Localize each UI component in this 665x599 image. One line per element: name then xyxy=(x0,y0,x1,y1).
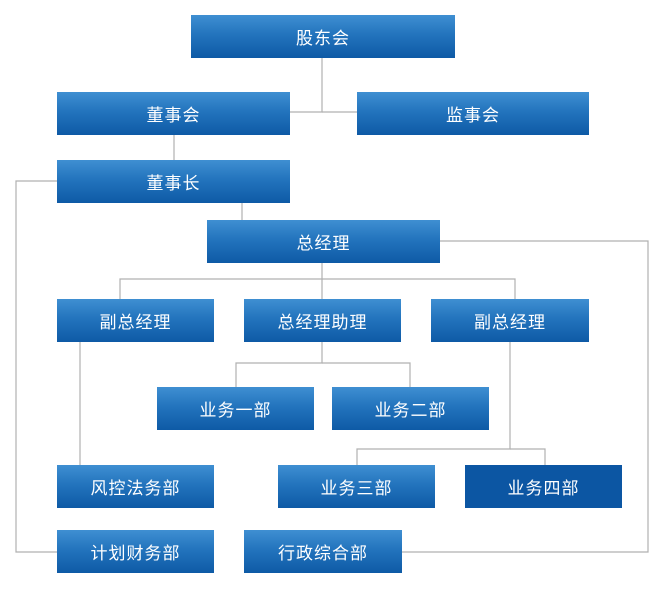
node-board[interactable]: 董事会 xyxy=(57,92,290,135)
node-label: 风控法务部 xyxy=(90,479,181,499)
node-risk-legal[interactable]: 风控法务部 xyxy=(57,465,214,508)
node-label: 监事会 xyxy=(446,106,500,126)
node-label: 业务三部 xyxy=(320,479,393,499)
node-gm[interactable]: 总经理 xyxy=(207,220,440,263)
line-assistant-depts xyxy=(235,342,323,387)
line-assistant-dept2 xyxy=(322,362,411,387)
node-deputy-gm-right[interactable]: 副总经理 xyxy=(431,299,589,342)
node-label: 业务四部 xyxy=(507,479,580,499)
node-dept4[interactable]: 业务四部 xyxy=(465,465,622,508)
node-label: 董事长 xyxy=(146,174,201,194)
node-label: 行政综合部 xyxy=(278,544,368,564)
node-dept3[interactable]: 业务三部 xyxy=(278,465,435,508)
node-supervisors[interactable]: 监事会 xyxy=(357,92,589,135)
node-label: 副总经理 xyxy=(474,313,546,333)
line-gm-admin xyxy=(402,240,649,553)
line-deputy-right-dept4 xyxy=(510,448,546,465)
node-label: 计划财务部 xyxy=(90,544,181,564)
node-deputy-gm-left[interactable]: 副总经理 xyxy=(57,299,214,342)
line-deputy-right-depts xyxy=(356,342,511,465)
line-chairman-finance xyxy=(15,180,57,553)
line-gm-level2 xyxy=(119,263,323,299)
node-label: 总经理 xyxy=(296,234,351,254)
line-gm-deputy-right xyxy=(322,278,516,299)
node-chairman[interactable]: 董事长 xyxy=(57,160,290,203)
node-dept1[interactable]: 业务一部 xyxy=(157,387,314,430)
node-label: 副总经理 xyxy=(99,313,172,333)
node-dept2[interactable]: 业务二部 xyxy=(332,387,489,430)
node-label: 股东会 xyxy=(296,29,350,49)
node-label: 业务一部 xyxy=(199,401,272,421)
node-finance[interactable]: 计划财务部 xyxy=(57,530,214,573)
node-admin[interactable]: 行政综合部 xyxy=(244,530,402,573)
node-label: 业务二部 xyxy=(374,401,447,421)
node-label: 董事会 xyxy=(146,106,201,126)
line-shareholders-board xyxy=(290,58,323,113)
node-label: 总经理助理 xyxy=(277,313,368,333)
node-shareholders[interactable]: 股东会 xyxy=(191,15,455,58)
node-gm-assistant[interactable]: 总经理助理 xyxy=(244,299,401,342)
